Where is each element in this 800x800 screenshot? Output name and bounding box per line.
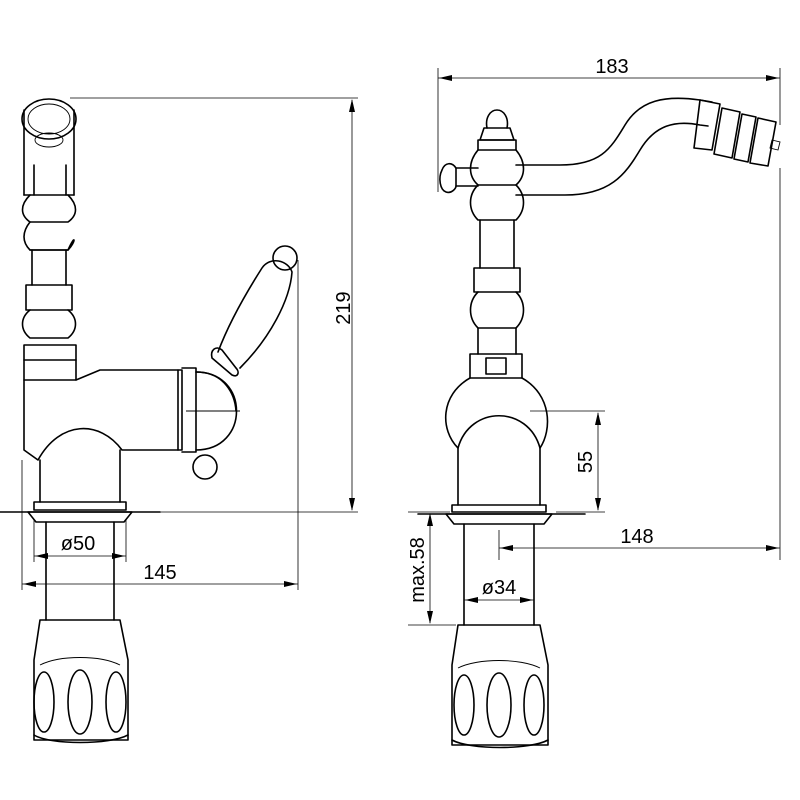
front-handle	[192, 245, 298, 480]
side-dimensions: 183 55 148 max.58 ø34	[407, 56, 781, 626]
front-column	[21, 194, 77, 381]
front-dimensions: 219 ø50 145	[21, 97, 358, 590]
dim-55-label: 55	[575, 451, 597, 473]
side-body	[417, 377, 586, 525]
side-spout	[515, 97, 781, 196]
dim-148-label: 148	[620, 526, 653, 548]
dim-diameter-34-label: ø34	[482, 577, 516, 599]
side-shank	[451, 523, 549, 749]
dim-max-58-label: max.58	[407, 537, 429, 603]
dim-diameter-50-label: ø50	[61, 533, 95, 555]
side-column	[469, 149, 525, 379]
front-body	[23, 367, 240, 461]
dim-145-label: 145	[143, 562, 176, 584]
side-handle	[439, 162, 479, 194]
side-view	[417, 97, 781, 749]
dim-219-label: 219	[333, 291, 355, 324]
front-shank	[33, 521, 129, 744]
front-aerator	[21, 98, 77, 196]
front-view	[0, 98, 298, 744]
dim-183-label: 183	[595, 56, 628, 78]
front-pedestal	[0, 449, 161, 523]
side-finial	[477, 109, 517, 151]
